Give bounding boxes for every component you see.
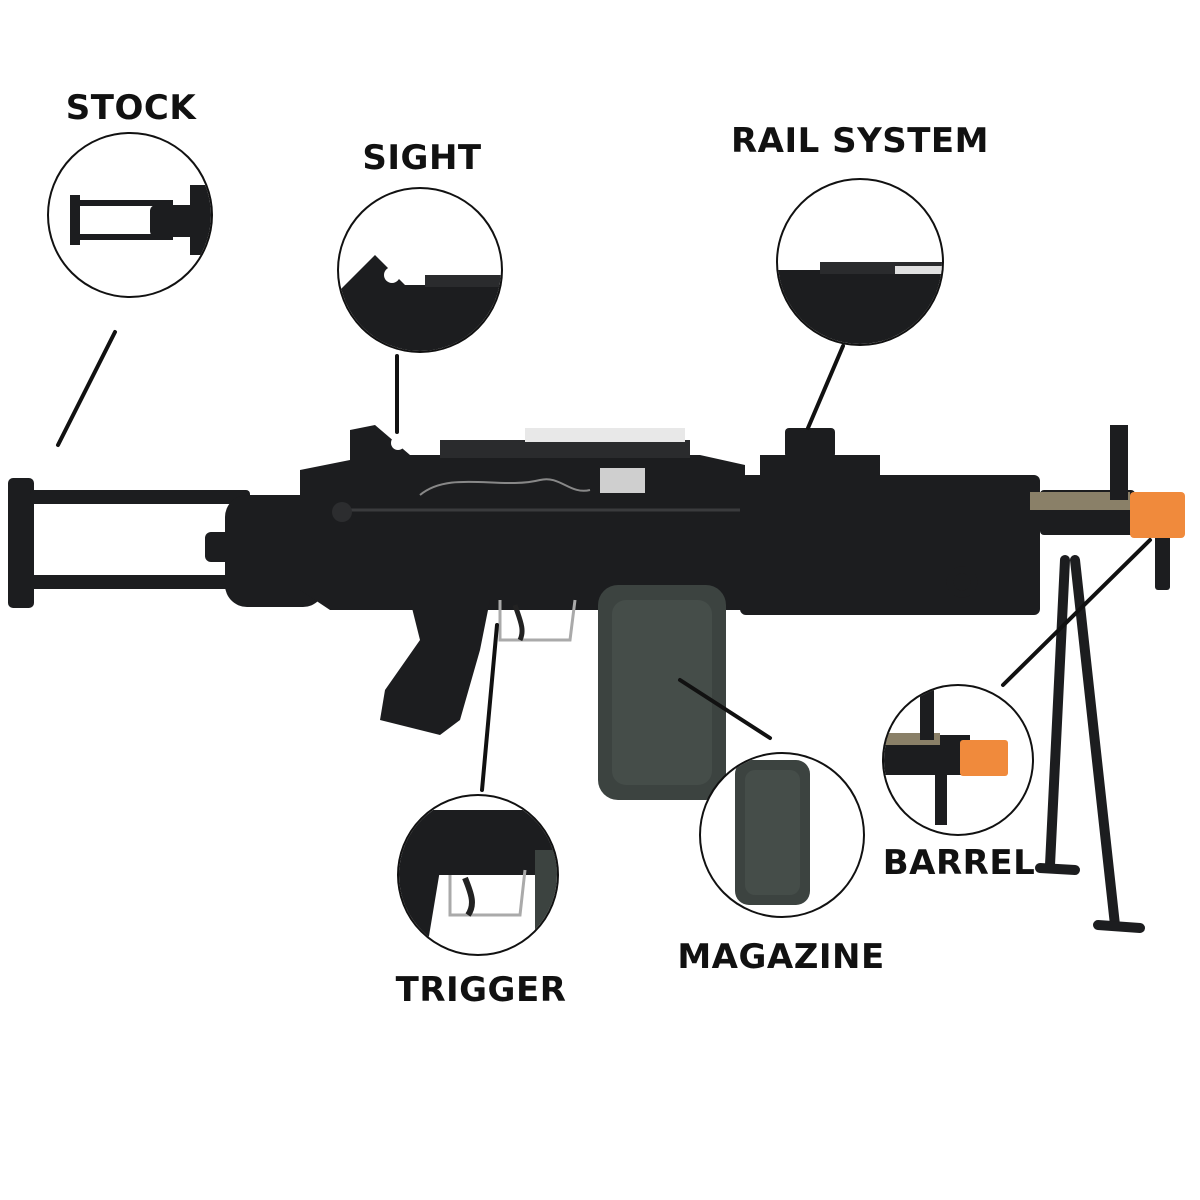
- trigger-leader-line: [480, 623, 499, 792]
- label-trigger: TRIGGER: [395, 970, 567, 1010]
- magazine-detail-circle: [699, 752, 865, 918]
- stock: [8, 478, 325, 608]
- leader-lines: [56, 330, 1152, 792]
- label-magazine: MAGAZINE: [677, 937, 885, 977]
- magazine-leader-line: [678, 678, 772, 740]
- rail-leader-line: [806, 344, 845, 430]
- label-rail-system: RAIL SYSTEM: [731, 121, 989, 161]
- stock-leader-line: [56, 330, 117, 447]
- label-sight: SIGHT: [362, 138, 482, 178]
- pistol-grip: [380, 600, 490, 735]
- label-stock: STOCK: [65, 88, 197, 128]
- handguard: [740, 425, 1170, 615]
- barrel-leader-line: [1001, 538, 1152, 687]
- label-barrel: BARREL: [882, 843, 1036, 883]
- bipod: [1035, 555, 1145, 933]
- trigger-guard: [498, 599, 577, 642]
- sight-detail-circle: [337, 187, 503, 353]
- orange-muzzle: [1130, 492, 1185, 538]
- barrel-detail-circle: [882, 684, 1034, 836]
- receiver: [300, 425, 745, 610]
- rail-system-detail-circle: [776, 178, 944, 346]
- stock-detail-circle: [47, 132, 213, 298]
- gun-main: [8, 425, 1185, 933]
- trigger-detail-circle: [397, 794, 559, 956]
